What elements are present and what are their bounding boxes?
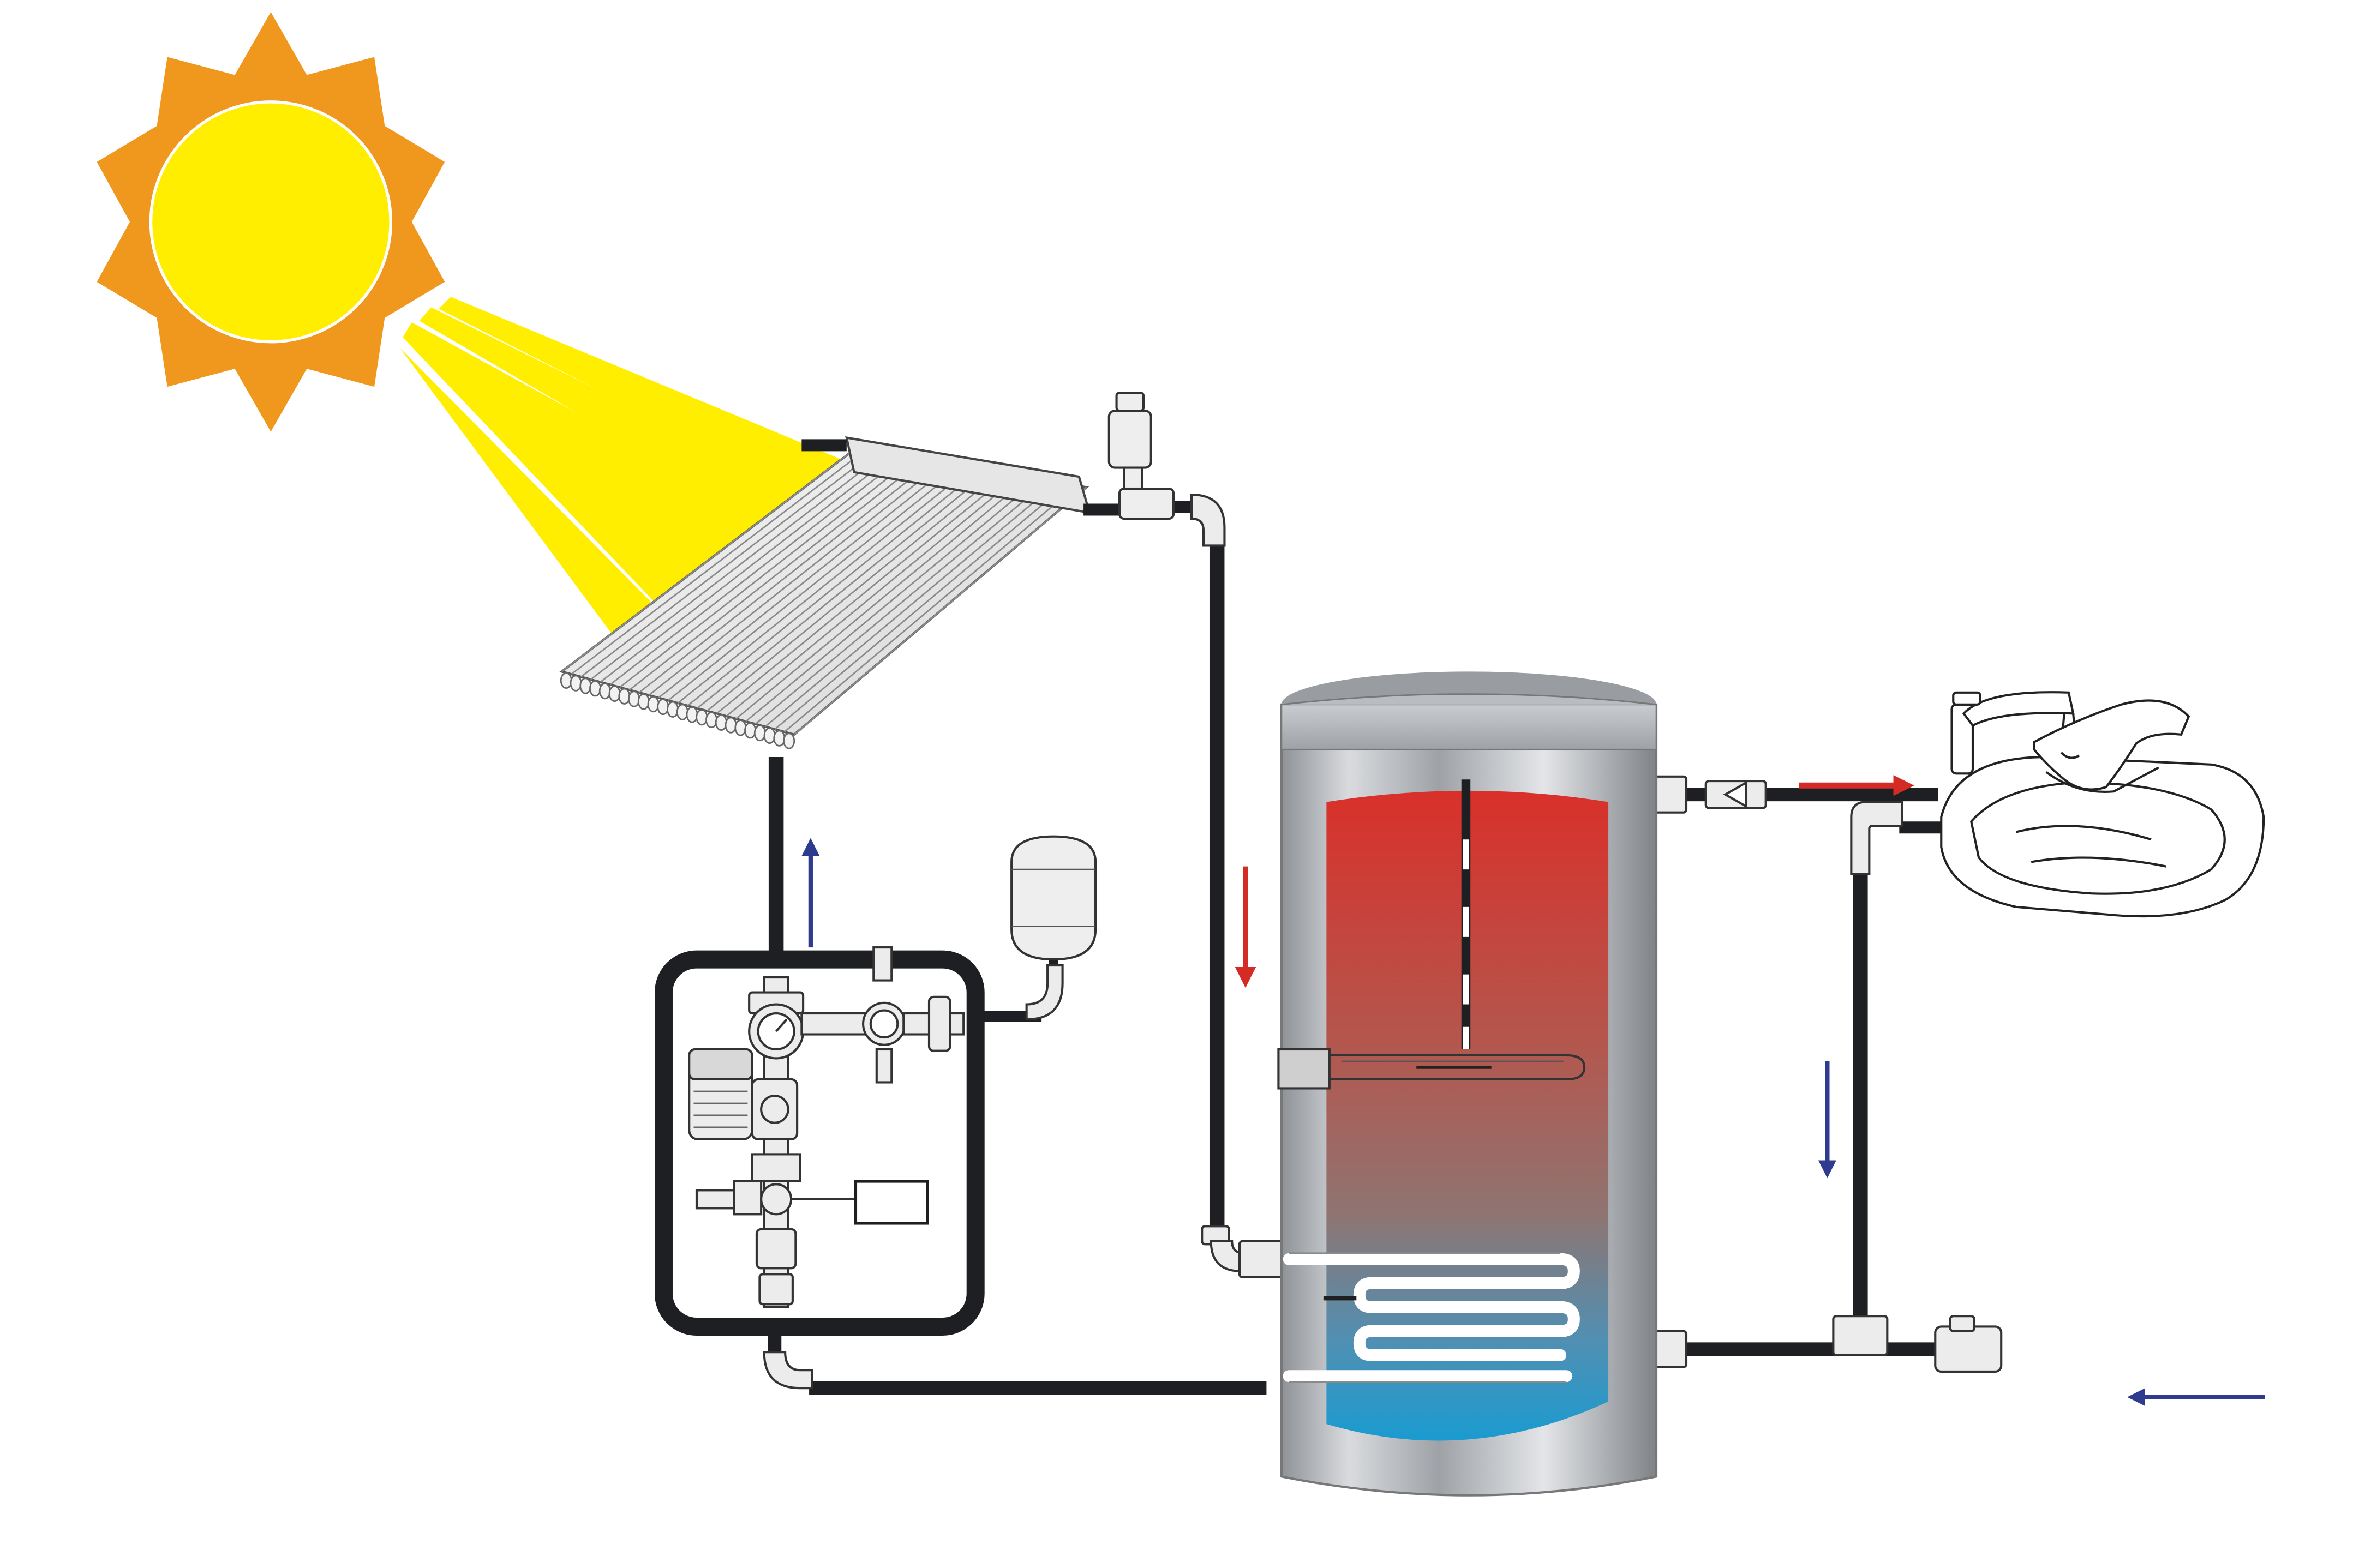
collector-tube-end (589, 680, 602, 697)
sun-icon (97, 11, 445, 432)
pipe-network (768, 439, 1942, 1395)
collector-tube (667, 466, 961, 701)
collector-tube-end (676, 704, 688, 720)
collector-tube-end (608, 685, 621, 702)
collector-tube (706, 472, 1000, 712)
evacuated-tube-collector-icon (559, 436, 1091, 749)
collector-tube (619, 458, 913, 688)
collector-tube-end (560, 672, 572, 689)
collector-tube (638, 461, 932, 693)
collector-tube (609, 456, 903, 686)
collector-tube (687, 469, 981, 706)
collector-tube-end (725, 717, 737, 734)
collector-tube (716, 474, 1010, 714)
pump-station-icon (654, 946, 985, 1336)
collector-tube (658, 465, 951, 699)
flow-arrows (801, 775, 2265, 1407)
collector-tube-end (705, 711, 718, 729)
collector-tube-end (744, 722, 757, 739)
expansion-vessel-icon (1010, 835, 1097, 961)
collector-tube-end (579, 677, 592, 694)
collector-tube (764, 482, 1058, 728)
hot-water-tank-icon (1277, 671, 1658, 1497)
collector-tube-end (647, 696, 660, 713)
collector-tube-end (734, 719, 747, 736)
collector-tube (561, 449, 855, 672)
collector-tube-end (618, 688, 631, 705)
collector-tube (783, 485, 1077, 733)
collector-tube (793, 486, 1087, 735)
sun-beams (399, 297, 854, 638)
collector-tube (628, 460, 923, 691)
collector-tube (600, 455, 894, 683)
collector-tube-end (715, 714, 727, 731)
collector-tube (774, 483, 1068, 730)
collector-tube-end (570, 675, 582, 692)
collector-tube (697, 471, 990, 709)
air-vent-icon (1107, 392, 1175, 520)
wash-basin-icon (1940, 691, 2265, 918)
collector-tube (590, 454, 884, 680)
collector-tube (677, 467, 971, 704)
collector-tube-end (637, 693, 650, 710)
collector-tube-end (598, 682, 611, 700)
coil-outline (1289, 1252, 1567, 1383)
collector-tube (735, 477, 1029, 719)
collector-tube (571, 450, 865, 675)
heat-exchanger-coil-icon (1283, 1253, 1580, 1383)
collector-tube (726, 476, 1020, 717)
collector-tube-end (763, 727, 776, 744)
collector-tube (580, 452, 874, 678)
collector-tube-end (667, 701, 679, 718)
collector-tube (648, 463, 942, 696)
collector-tube (745, 478, 1039, 722)
electric-heater-element-icon (1277, 1048, 1586, 1090)
collector-tube-end (657, 698, 669, 716)
collector-tube-end (783, 732, 795, 749)
collector-tube-end (696, 709, 708, 726)
collector-tube-end (753, 724, 766, 742)
collector-tube (755, 480, 1049, 725)
collector-tube-end (628, 690, 640, 707)
pipe-fittings (763, 493, 2003, 1390)
collector-tube-end (773, 730, 786, 747)
controller-box (854, 1180, 929, 1225)
collector-tube-end (686, 706, 698, 723)
